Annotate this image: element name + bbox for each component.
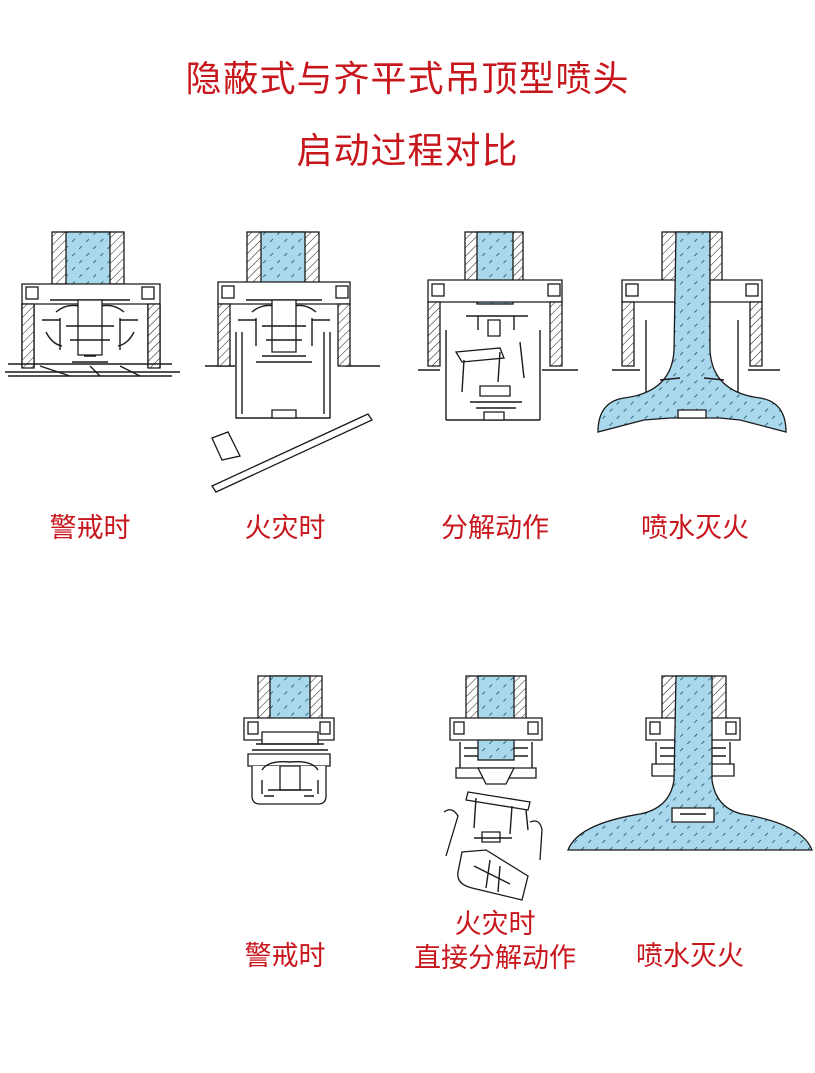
title-line-1: 隐蔽式与齐平式吊顶型喷头 bbox=[185, 59, 630, 100]
concealed-fire-figure bbox=[205, 231, 380, 493]
concealed-standby-figure bbox=[5, 231, 180, 377]
caption-fire-concealed: 火灾时 bbox=[244, 513, 326, 544]
concealed-spraying-figure bbox=[597, 231, 787, 433]
flush-disassembly-figure bbox=[443, 675, 543, 901]
caption-standby-flush: 警戒时 bbox=[244, 941, 326, 972]
concealed-disassembly-figure bbox=[418, 231, 578, 421]
caption-spraying-flush: 喷水灭火 bbox=[636, 941, 744, 972]
caption-fire-flush: 火灾时 bbox=[454, 909, 536, 940]
caption-disassembly-concealed: 分解动作 bbox=[441, 513, 549, 544]
title-line-2: 启动过程对比 bbox=[296, 131, 519, 172]
flush-standby-figure bbox=[243, 675, 335, 805]
flush-spraying-figure bbox=[567, 675, 813, 851]
caption-standby-concealed: 警戒时 bbox=[49, 513, 131, 544]
caption-spraying-concealed: 喷水灭火 bbox=[641, 513, 749, 544]
caption-disassembly-flush: 直接分解动作 bbox=[414, 943, 576, 974]
